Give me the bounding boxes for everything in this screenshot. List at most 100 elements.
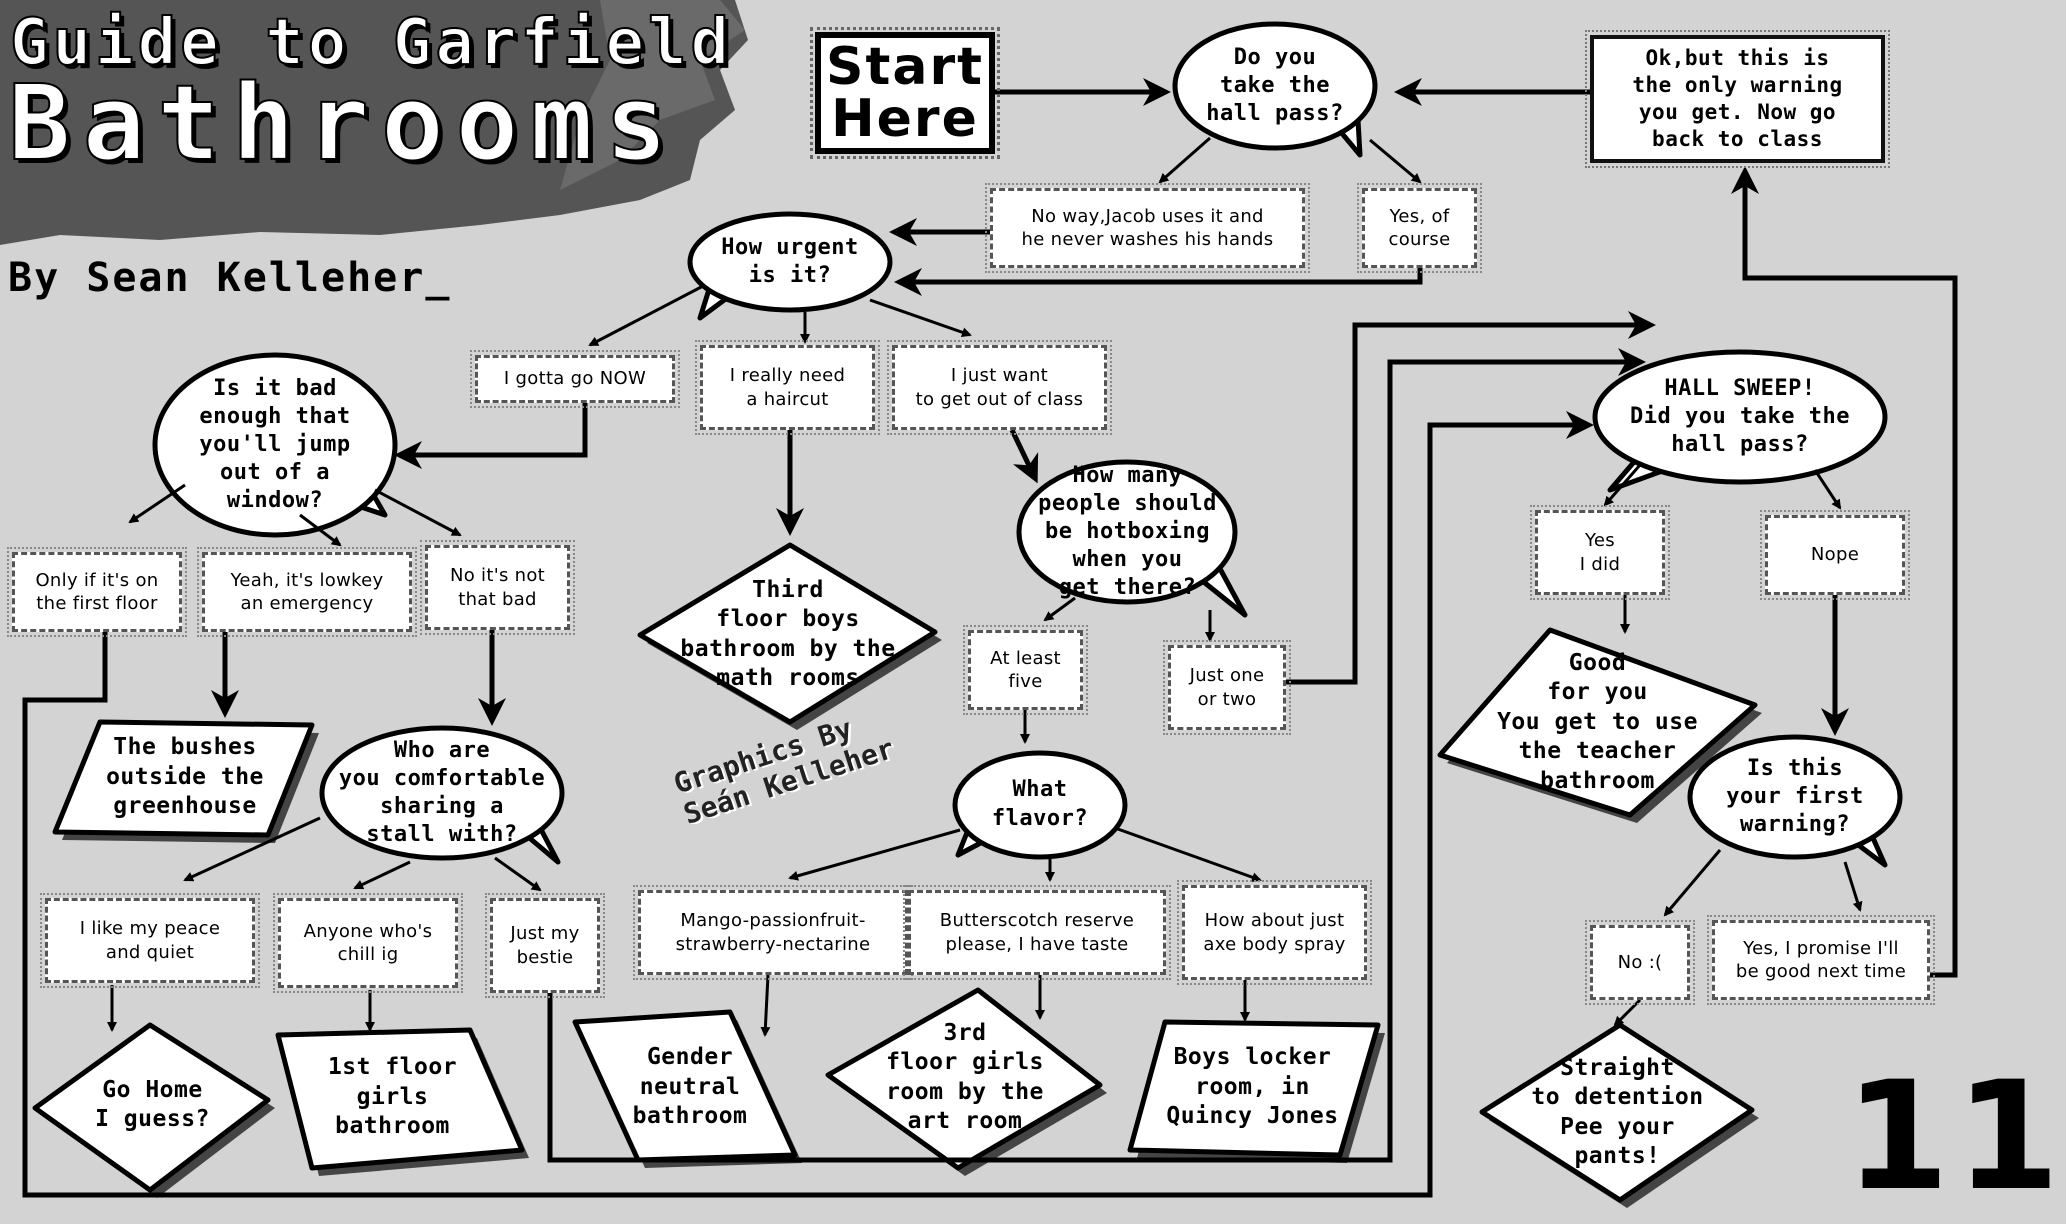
question-hall-sweep-shape-fill bbox=[1599, 356, 1881, 478]
answer-one-or-two-label: Just one or two bbox=[1189, 665, 1265, 710]
question-hotbox-label: How many people should be hotboxing when… bbox=[1038, 462, 1217, 601]
answer-mango: Mango-passionfruit- strawberry-nectarine bbox=[633, 885, 913, 980]
answer-yes-of-course-label: Yes, of course bbox=[1388, 205, 1451, 250]
question-window-shape-fill bbox=[159, 359, 391, 531]
connector-hall-pass-to-no-way bbox=[1158, 136, 1211, 184]
connector-gotta-go-to-window bbox=[394, 403, 588, 469]
answer-yes-i-did-label: Yes I did bbox=[1579, 530, 1621, 575]
connector-hotbox-to-at-least bbox=[1043, 596, 1076, 622]
connector-stall-to-peace bbox=[183, 816, 321, 882]
destination-warning-back-to-class: Ok,but this is the only warning you get.… bbox=[1585, 30, 1890, 168]
connector-no-sad-to-detention bbox=[1613, 998, 1642, 1027]
connector-get-out-to-hotbox bbox=[1009, 428, 1039, 484]
connector-window-to-first-floor bbox=[128, 483, 186, 524]
question-stall: Who are you comfortable sharing a stall … bbox=[322, 728, 562, 858]
answer-axe-body-spray: How about just axe body spray bbox=[1177, 880, 1372, 985]
answer-no-sad-label: No :( bbox=[1617, 951, 1663, 973]
connector-hall-pass-to-yes bbox=[1369, 138, 1422, 184]
answer-gotta-go-now-label: I gotta go NOW bbox=[503, 368, 647, 390]
connector-hall-sweep-to-yes-did bbox=[1603, 464, 1642, 507]
answer-lowkey-emergency: Yeah, it's lowkey an emergency bbox=[197, 547, 417, 637]
question-hall-pass-label: Do you take the hall pass? bbox=[1206, 44, 1344, 127]
answer-yes-i-did: Yes I did bbox=[1530, 505, 1670, 600]
answer-peace-and-quiet-label: I like my peace and quiet bbox=[79, 918, 221, 963]
connector-hall-sweep-to-nope bbox=[1813, 469, 1842, 510]
connector-flavor-to-mango bbox=[788, 828, 961, 881]
connector-stall-to-chill bbox=[353, 860, 411, 890]
destination-bushes-label: The bushes outside the greenhouse bbox=[106, 734, 264, 820]
connector-layer bbox=[22, 21, 1958, 1208]
question-flavor: What flavor? bbox=[955, 752, 1125, 857]
destination-first-floor-girls: 1st floor girls bathroom bbox=[265, 1030, 520, 1165]
answer-just-bestie: Just my bestie bbox=[485, 893, 605, 998]
answer-butterscotch-label: Butterscotch reserve please, I have tast… bbox=[939, 910, 1135, 955]
question-hall-sweep: HALL SWEEP! Did you take the hall pass? bbox=[1595, 352, 1885, 482]
answer-no-way: No way,Jacob uses it and he never washes… bbox=[985, 183, 1310, 273]
destination-teacher-bathroom: Good for you You get to use the teacher … bbox=[1445, 635, 1750, 810]
connector-bestie-to-hall-sweep bbox=[547, 348, 1646, 1163]
answer-peace-and-quiet: I like my peace and quiet bbox=[40, 893, 260, 988]
answer-no-sad: No :( bbox=[1585, 920, 1695, 1005]
answer-at-least-five: At least five bbox=[963, 625, 1088, 715]
answer-butterscotch: Butterscotch reserve please, I have tast… bbox=[903, 885, 1171, 980]
question-hall-pass: Do you take the hall pass? bbox=[1175, 22, 1375, 150]
answer-not-that-bad: No it's not that bad bbox=[420, 540, 575, 635]
answer-lowkey-emergency-label: Yeah, it's lowkey an emergency bbox=[230, 569, 384, 614]
start-here-label: Start Here bbox=[826, 37, 984, 149]
destination-detention-label: Straight to detention Pee your pants! bbox=[1531, 1054, 1704, 1169]
answer-get-out-of-class-label: I just want to get out of class bbox=[915, 365, 1084, 410]
title-line2: Bathrooms bbox=[7, 61, 680, 185]
destination-third-floor-boys: Third floor boys bathroom by the math ro… bbox=[648, 552, 928, 717]
answer-anyone-chill: Anyone who's chill ig bbox=[273, 893, 463, 993]
connector-first-warning-to-promise bbox=[1843, 861, 1863, 912]
destination-go-home-label: Go Home I guess? bbox=[95, 1076, 210, 1132]
connector-window-to-lowkey bbox=[299, 513, 342, 547]
answer-need-haircut-label: I really need a haircut bbox=[729, 365, 846, 410]
answer-promise-label: Yes, I promise I'll be good next time bbox=[1735, 937, 1907, 982]
answer-first-floor-only-label: Only if it's on the first floor bbox=[35, 569, 159, 614]
answer-nope-label: Nope bbox=[1810, 544, 1860, 566]
destination-first-floor-girls-label: 1st floor girls bathroom bbox=[327, 1054, 458, 1140]
question-urgency: How urgent is it? bbox=[690, 212, 890, 312]
question-first-warning: Is this your first warning? bbox=[1690, 737, 1900, 857]
question-flavor-label: What flavor? bbox=[991, 777, 1089, 831]
question-hall-pass-shape-fill bbox=[1179, 28, 1371, 144]
connector-promise-to-warning bbox=[1731, 166, 1958, 978]
destination-gender-neutral-shape bbox=[572, 1009, 798, 1163]
page-number: 11 bbox=[1845, 1050, 2066, 1224]
connector-urgency-to-gotta-go bbox=[588, 283, 706, 347]
question-stall-shape-fill bbox=[326, 732, 558, 854]
destination-first-floor-girls-shape bbox=[275, 1027, 525, 1171]
destination-third-floor-boys-label: Third floor boys bathroom by the math ro… bbox=[680, 576, 896, 691]
start-here-box: Start Here bbox=[810, 27, 1000, 159]
connector-window-to-not-bad bbox=[374, 488, 462, 537]
answer-axe-body-spray-label: How about just axe body spray bbox=[1203, 910, 1346, 955]
answer-anyone-chill-label: Anyone who's chill ig bbox=[303, 920, 433, 965]
question-hotbox-shape-fill bbox=[1023, 466, 1231, 598]
connector-stall-to-bestie bbox=[494, 856, 542, 892]
answer-nope: Nope bbox=[1760, 510, 1910, 600]
destination-third-floor-boys-shape bbox=[637, 542, 938, 725]
answer-first-floor-only: Only if it's on the first floor bbox=[7, 547, 187, 637]
question-first-warning-label: Is this your first warning? bbox=[1726, 755, 1864, 838]
destination-go-home: Go Home I guess? bbox=[40, 1025, 265, 1185]
question-hotbox: How many people should be hotboxing when… bbox=[1020, 462, 1235, 602]
connector-yes-to-urgency bbox=[894, 268, 1423, 296]
destination-boys-locker: Boys locker room, in Quincy Jones bbox=[1130, 1020, 1375, 1155]
answer-at-least-five-label: At least five bbox=[990, 647, 1061, 692]
question-flavor-shape-fill bbox=[959, 757, 1121, 853]
destination-third-floor-girls-shape bbox=[825, 987, 1103, 1171]
answer-mango-label: Mango-passionfruit- strawberry-nectarine bbox=[675, 910, 871, 955]
question-window-label: Is it bad enough that you'll jump out of… bbox=[199, 375, 351, 514]
title-splatter bbox=[0, 0, 748, 245]
destination-go-home-shape bbox=[32, 1022, 271, 1193]
question-urgency-shape-fill bbox=[694, 218, 886, 306]
title-line1: Guide to Garfield bbox=[9, 5, 734, 81]
connector-one-or-two-to-hall-sweep bbox=[1286, 311, 1656, 685]
question-first-warning-shape-fill bbox=[1694, 741, 1896, 853]
destination-bushes-shape bbox=[52, 719, 315, 838]
answer-no-way-label: No way,Jacob uses it and he never washes… bbox=[1021, 205, 1274, 250]
byline: By Sean Kelleher_ bbox=[8, 255, 452, 301]
connector-mango-to-gender-neutral bbox=[760, 974, 771, 1037]
destination-bushes: The bushes outside the greenhouse bbox=[60, 720, 310, 835]
